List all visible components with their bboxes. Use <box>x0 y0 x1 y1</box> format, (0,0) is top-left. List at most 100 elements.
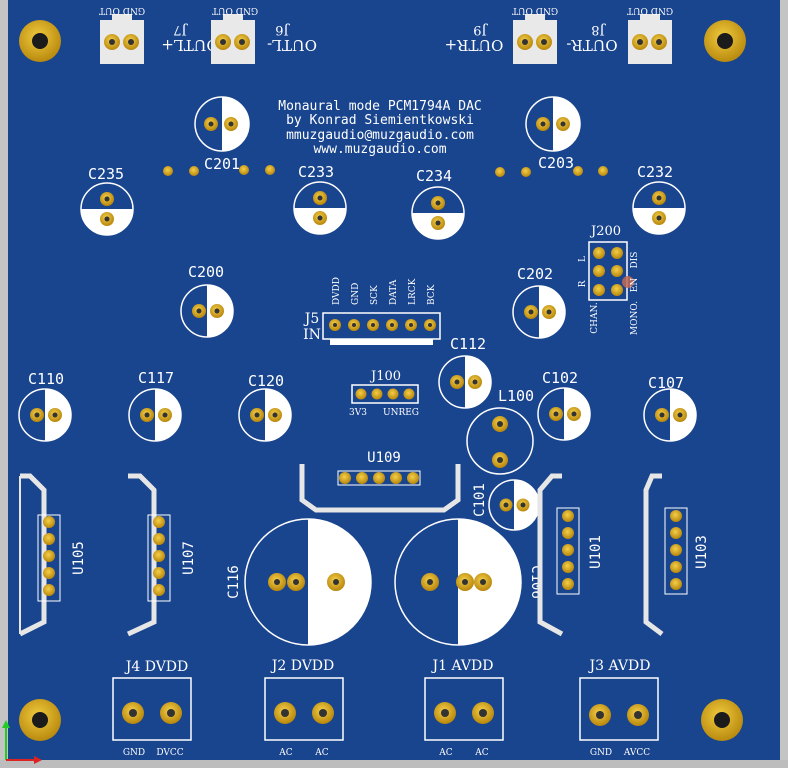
axis-gizmo-icon <box>2 720 42 764</box>
output-name-j9: OUTR+ <box>445 36 504 54</box>
label-u103: U103 <box>694 535 710 569</box>
label-c117: C117 <box>138 369 174 387</box>
j200-mono-label: MONO. <box>630 301 640 335</box>
output-connector-j9: OUTR+ J9 GND OUT <box>445 5 558 64</box>
j200-left-r: R <box>578 280 588 287</box>
capacitor-c120: C120 <box>238 372 292 442</box>
power-connector-j3: J3 AVDD GND AVCC <box>579 658 659 758</box>
j200-right-dis: DIS <box>630 252 640 269</box>
j5-pin-bck: BCK <box>427 284 437 305</box>
j100-left-label: 3V3 <box>349 408 367 418</box>
output-pins-j8: GND OUT <box>627 5 673 15</box>
j1-pin-2: AC <box>474 748 488 758</box>
label-j100: J100 <box>369 369 401 384</box>
j200-chan-label: CHAN. <box>590 302 600 334</box>
regulator-u103: U103 <box>643 473 710 636</box>
label-c202: C202 <box>517 265 553 283</box>
capacitor-c116: C116 <box>226 518 372 646</box>
label-c201: C201 <box>204 155 240 173</box>
output-connector-j6: OUTL- J6 GND OUT <box>211 5 317 64</box>
regulator-u101: U101 <box>537 473 604 637</box>
output-connector-j8: OUTR- J8 GND OUT <box>566 5 673 64</box>
capacitor-c234: C234 <box>411 167 465 240</box>
output-pins-j9: GND OUT <box>512 5 558 15</box>
output-ref-j9: J9 <box>473 22 488 37</box>
capacitor-c200: C200 <box>180 263 234 338</box>
j100-right-label: UNREG <box>383 408 419 418</box>
j5-pin-gnd: GND <box>351 283 361 305</box>
output-connector-j7: OUTL+ J7 GND OUT <box>99 5 219 64</box>
label-c110: C110 <box>28 370 64 388</box>
j3-pin-1: GND <box>590 748 612 758</box>
capacitor-c233: C233 <box>293 163 347 235</box>
label-c200: C200 <box>188 263 224 281</box>
capacitor-c203: C203 <box>525 96 581 172</box>
j4-pin-1: GND <box>123 748 145 758</box>
board-title-block: Monaural mode PCM1794A DAC by Konrad Sie… <box>278 99 482 157</box>
label-c235: C235 <box>88 165 124 183</box>
capacitor-c107: C107 <box>643 374 697 442</box>
j5-pin-sck: SCK <box>370 285 380 305</box>
power-connector-j2: J2 DVDD AC AC <box>264 658 344 758</box>
power-connector-j4: J4 DVDD GND DVCC <box>112 659 192 758</box>
output-pins-j6: GND OUT <box>212 5 258 15</box>
regulator-u105: U105 <box>18 473 87 637</box>
output-name-j7: OUTL+ <box>161 36 218 54</box>
output-pins-j7: GND OUT <box>99 5 145 15</box>
label-c102: C102 <box>542 369 578 387</box>
label-c232: C232 <box>637 163 673 181</box>
capacitor-c112: C112 <box>438 335 492 409</box>
output-ref-j7: J7 <box>173 22 188 37</box>
j200-left-l: L <box>578 256 588 262</box>
j5-pin-data: DATA <box>389 279 399 305</box>
label-c107: C107 <box>648 374 684 392</box>
regulator-u109: U109 <box>299 450 461 513</box>
resistor-pads <box>163 165 608 177</box>
capacitor-c117: C117 <box>128 369 182 442</box>
capacitor-c101: C101 <box>472 479 540 531</box>
label-j200: J200 <box>589 224 621 239</box>
label-c234: C234 <box>416 167 452 185</box>
inductor-l100: L100 <box>466 387 534 475</box>
label-j4: J4 DVDD <box>124 659 189 675</box>
capacitor-c106: C106 <box>394 518 544 646</box>
title-line-3: mmuzgaudio@muzgaudio.com <box>286 128 474 143</box>
connector-j5: J5 IN DVDD GND SCK DATA LRCK BCK <box>303 277 441 345</box>
label-c101: C101 <box>472 483 488 517</box>
capacitor-c102: C102 <box>537 369 591 441</box>
capacitor-c232: C232 <box>632 163 686 235</box>
label-c116: C116 <box>226 565 242 599</box>
mounting-holes <box>19 20 746 741</box>
label-u109: U109 <box>367 450 401 466</box>
j2-pin-1: AC <box>278 748 292 758</box>
regulator-u107: U107 <box>126 473 197 637</box>
capacitor-c110: C110 <box>18 370 72 442</box>
capacitor-c201: C201 <box>194 96 250 173</box>
label-j5: J5 <box>303 311 320 327</box>
output-name-j6: OUTL- <box>267 36 317 54</box>
output-ref-j6: J6 <box>275 22 290 37</box>
j5-pin-dvdd: DVDD <box>332 277 342 305</box>
title-line-1: Monaural mode PCM1794A DAC <box>278 99 482 114</box>
jumper-j200: J200 L R DIS EN CHAN. MONO. <box>578 224 640 335</box>
label-u105: U105 <box>71 541 87 575</box>
label-c120: C120 <box>248 372 284 390</box>
label-u107: U107 <box>181 541 197 575</box>
title-line-2: by Konrad Siemientkowski <box>286 113 474 128</box>
label-j1: J1 AVDD <box>431 658 494 674</box>
title-line-4: www.muzgaudio.com <box>313 142 446 157</box>
label-j3: J3 AVDD <box>588 658 651 674</box>
j4-pin-2: DVCC <box>156 748 183 758</box>
label-c112: C112 <box>450 335 486 353</box>
output-name-j8: OUTR- <box>566 36 617 54</box>
board-substrate <box>8 0 780 760</box>
j200-right-en: EN <box>630 278 640 293</box>
j1-pin-1: AC <box>438 748 452 758</box>
label-l100: L100 <box>498 387 534 405</box>
label-c203: C203 <box>538 154 574 172</box>
power-connector-j1: J1 AVDD AC AC <box>424 658 504 758</box>
label-c233: C233 <box>298 163 334 181</box>
capacitor-c202: C202 <box>512 265 566 339</box>
label-j5-sub: IN <box>303 327 321 343</box>
